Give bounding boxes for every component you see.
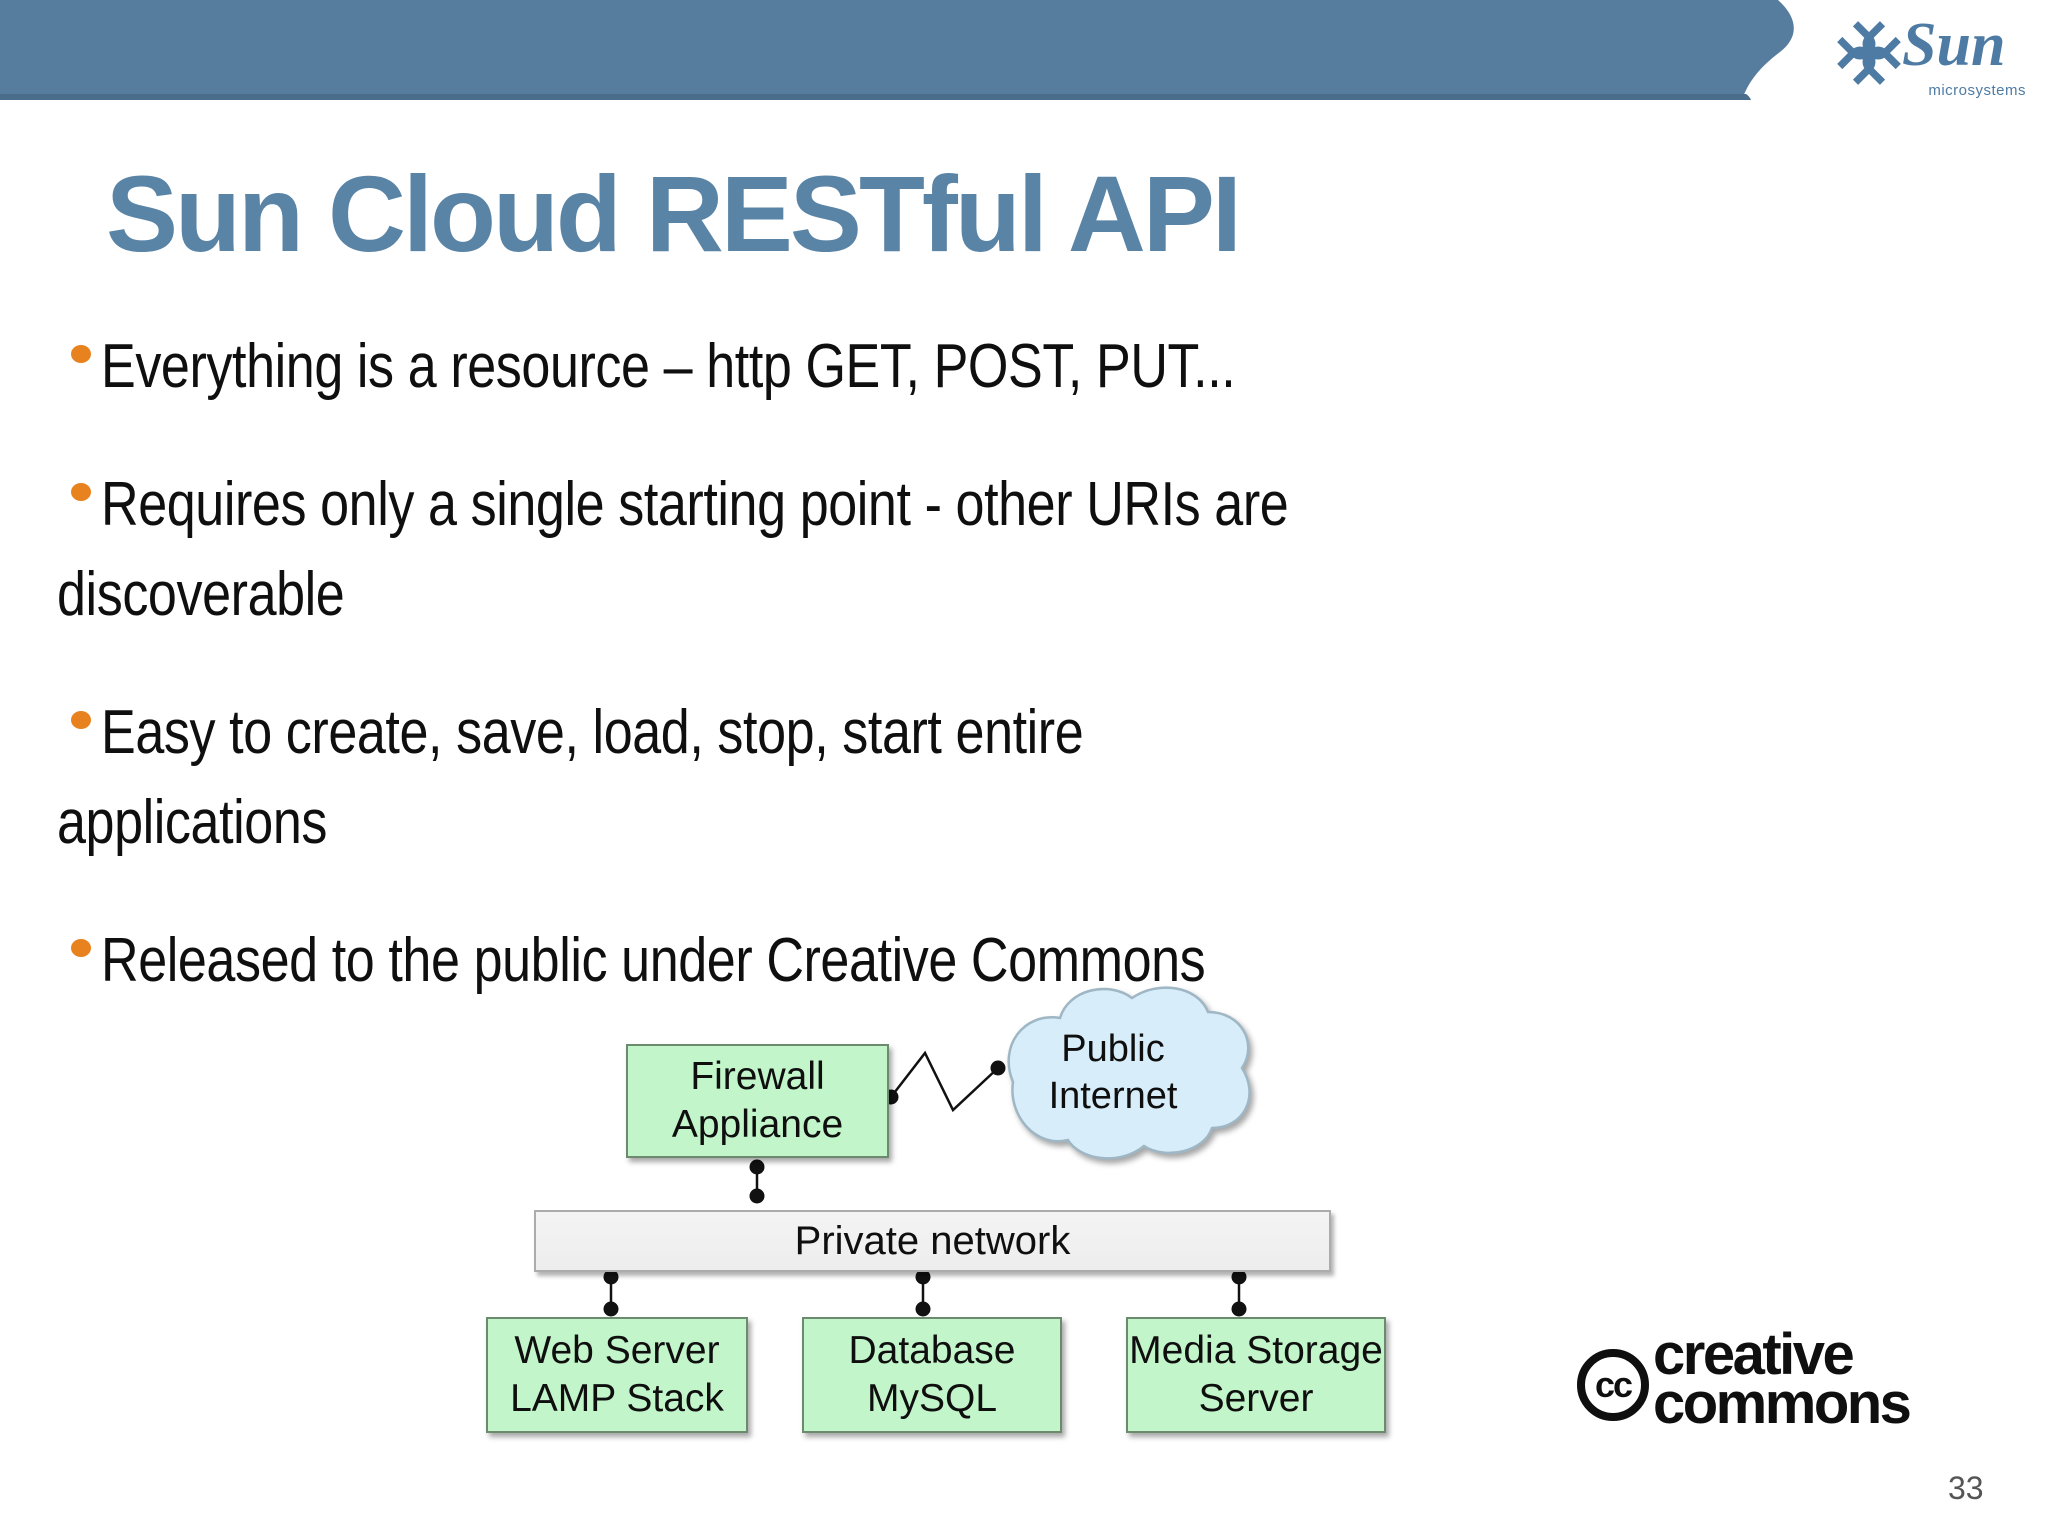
public-internet-label: Public Internet [1033,1026,1193,1120]
link-endpoint-dot [603,1269,619,1285]
bullet-item: Everything is a resource – http GET, POS… [57,322,2007,412]
header-bar-shape [0,0,1794,100]
firewall-appliance-box: Firewall Appliance [626,1044,889,1158]
header-bar [0,0,1794,100]
cloud-label-line: Public [1061,1028,1165,1070]
bullet-dot-icon [71,711,91,729]
box-label-line: Firewall [690,1055,825,1098]
page-number: 33 [1948,1470,1984,1506]
box-label-line: Media Storage [1129,1329,1383,1372]
bullet-list: Everything is a resource – http GET, POS… [57,322,2007,1054]
bullet-text: Easy to create, save, load, stop, start … [101,698,1084,767]
creative-commons-logo: cc creative commons [1577,1326,1997,1450]
cc-word-line: creative [1653,1322,1855,1387]
bullet-dot-icon [71,483,91,501]
page-title: Sun Cloud RESTful API [106,153,1242,274]
link-endpoint-dot [990,1060,1006,1076]
link-endpoint-dot [1231,1269,1247,1285]
cc-word-line: commons [1653,1371,1912,1436]
box-label-line: Database [848,1329,1016,1372]
bullet-text-wrap: discoverable [57,560,345,629]
cloud-label-line: Internet [1048,1075,1178,1117]
sun-brand-name: Sun [1902,11,2006,79]
box-label-line: MySQL [866,1377,998,1420]
sun-microsystems-logo: Sun microsystems [1832,11,2042,106]
link-endpoint-dot [749,1188,765,1204]
bullet-dot-icon [71,345,91,363]
server-box-database: Database MySQL [802,1317,1062,1433]
private-network-label: Private network [794,1218,1071,1263]
bullet-text: Released to the public under Creative Co… [101,926,1206,995]
box-label-line: Web Server [514,1329,720,1372]
bullet-dot-icon [71,939,91,957]
bullet-text: Requires only a single starting point - … [101,470,1289,539]
link-endpoint-dot [603,1301,619,1317]
link-endpoint-dot [915,1301,931,1317]
box-label-line: Server [1198,1377,1314,1420]
link-endpoint-dot [915,1269,931,1285]
bullet-text: Everything is a resource – http GET, POS… [101,332,1236,401]
sun-glyph-icon [1837,21,1901,85]
link-endpoint-dot [749,1159,765,1175]
bullet-item: Requires only a single starting point - … [57,460,2007,640]
bullet-item: Easy to create, save, load, stop, start … [57,688,2007,868]
cc-badge-icon: cc [1577,1349,1649,1421]
header-bar-edge [0,94,1751,100]
firewall-internet-link [890,1050,999,1113]
box-label-line: Appliance [671,1103,844,1146]
cc-symbol: cc [1594,1364,1633,1405]
box-label-line: LAMP Stack [510,1377,724,1420]
link-endpoint-dot [1231,1301,1247,1317]
server-box-web: Web Server LAMP Stack [486,1317,748,1433]
bullet-item: Released to the public under Creative Co… [57,916,2007,1006]
server-box-media-storage: Media Storage Server [1126,1317,1386,1433]
cc-wordmark: creative commons [1653,1322,1912,1436]
public-internet-cloud-shape [1007,986,1251,1160]
bullet-text-wrap: applications [57,788,328,857]
sun-brand-subtitle: microsystems [1928,82,2026,99]
private-network-bar: Private network [534,1210,1331,1272]
